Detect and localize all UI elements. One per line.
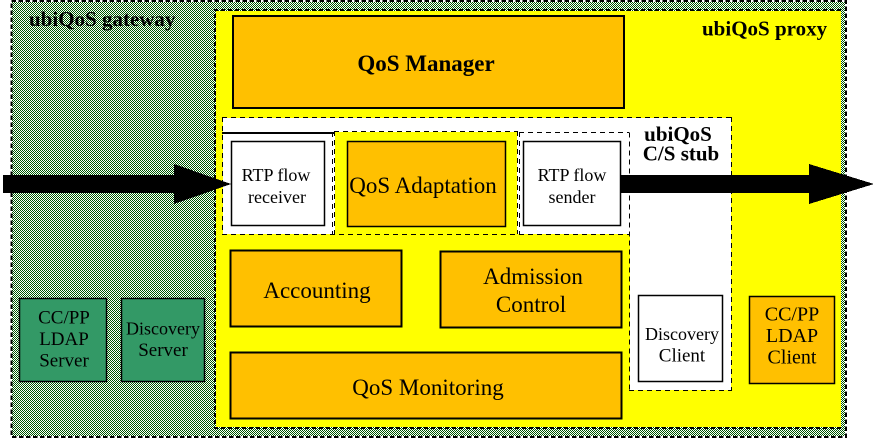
svg-text:sender: sender bbox=[549, 187, 596, 207]
svg-text:C/S stub: C/S stub bbox=[643, 142, 719, 166]
svg-text:Admission: Admission bbox=[483, 264, 583, 289]
svg-text:Discovery: Discovery bbox=[645, 324, 719, 344]
svg-text:LDAP: LDAP bbox=[766, 325, 818, 347]
svg-text:QoS Manager: QoS Manager bbox=[357, 51, 494, 76]
svg-text:CC/PP: CC/PP bbox=[765, 304, 819, 326]
svg-text:RTP flow: RTP flow bbox=[538, 165, 607, 185]
svg-text:Server: Server bbox=[39, 351, 89, 372]
svg-text:ubiQoS proxy: ubiQoS proxy bbox=[702, 17, 828, 41]
svg-text:receiver: receiver bbox=[248, 187, 306, 207]
svg-text:Server: Server bbox=[138, 340, 188, 361]
svg-text:Client: Client bbox=[768, 347, 817, 369]
svg-text:Control: Control bbox=[496, 292, 566, 317]
svg-text:Discovery: Discovery bbox=[126, 319, 200, 339]
svg-text:QoS Adaptation: QoS Adaptation bbox=[349, 173, 497, 198]
svg-text:ubiQoS gateway: ubiQoS gateway bbox=[29, 7, 176, 31]
svg-text:LDAP: LDAP bbox=[39, 329, 89, 350]
svg-text:CC/PP: CC/PP bbox=[38, 308, 90, 329]
svg-text:QoS Monitoring: QoS Monitoring bbox=[352, 375, 504, 400]
svg-text:Client: Client bbox=[659, 346, 706, 367]
svg-text:RTP flow: RTP flow bbox=[242, 165, 311, 185]
svg-text:ubiQoS: ubiQoS bbox=[644, 122, 712, 146]
svg-text:Accounting: Accounting bbox=[263, 278, 371, 303]
